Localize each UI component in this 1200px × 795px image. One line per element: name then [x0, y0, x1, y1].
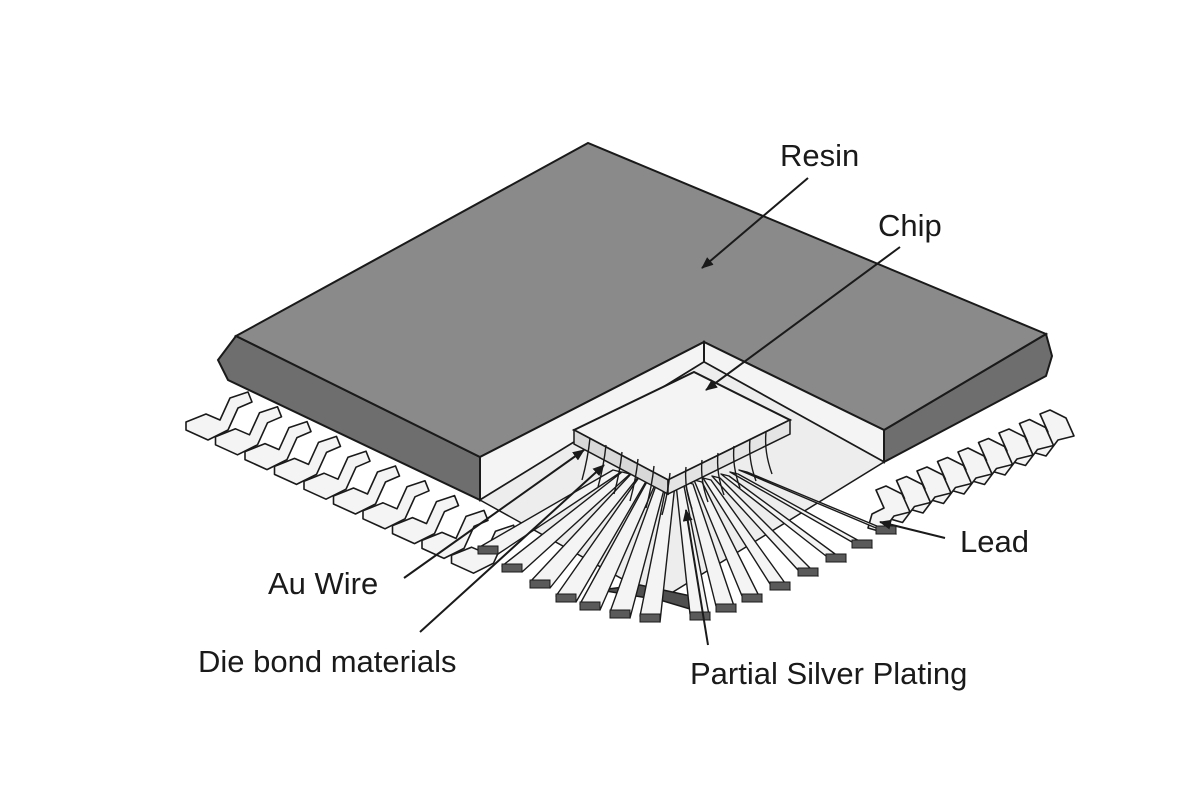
inner-lead: [720, 473, 847, 563]
left-lead-row: [185, 391, 519, 574]
inner-lead-foot: [501, 563, 523, 573]
inner-lead: [711, 475, 819, 577]
die-bond-arrow: [419, 464, 605, 633]
left-lead-shape: [303, 450, 371, 500]
label-chip: Chip: [878, 208, 942, 243]
right-lead: [867, 485, 911, 533]
right-lead-row: [867, 409, 1075, 533]
inner-lead-foot: [555, 593, 577, 603]
inner-lead-foot: [477, 545, 499, 555]
left-lead-shape: [332, 465, 401, 515]
left-lead-shape: [185, 391, 253, 441]
gold-wire: [732, 445, 741, 489]
chip-arrow: [705, 246, 901, 391]
inner-lead-foot: [715, 603, 737, 613]
left-lead-shape: [391, 494, 460, 545]
inner-lead: [693, 479, 763, 603]
inner-lead-fanout: [477, 469, 897, 623]
left-lead: [391, 494, 460, 545]
left-lead: [362, 480, 430, 530]
inner-lead: [738, 469, 897, 535]
au-wire-arrow: [403, 449, 585, 579]
left-lead-shape: [273, 435, 342, 486]
label-au-wire: Au Wire: [268, 566, 378, 601]
lead-arrow: [879, 519, 946, 539]
inner-lead-foot: [609, 609, 631, 619]
label-resin: Resin: [780, 138, 859, 173]
label-die-bond-materials: Die bond materials: [198, 644, 456, 679]
gold-wire-bonds: [581, 431, 773, 516]
gold-wire: [645, 465, 655, 509]
gold-wire: [716, 452, 725, 496]
gold-wire: [684, 466, 693, 510]
inner-lead-foot: [825, 553, 847, 563]
inner-lead-foot: [579, 601, 601, 611]
inner-lead-foot: [797, 567, 819, 577]
resin-arrow: [701, 177, 809, 269]
gold-wire: [700, 459, 709, 503]
inner-lead-foot: [875, 525, 897, 535]
gold-wire: [764, 431, 773, 475]
left-lead: [303, 450, 371, 500]
silver-plating-arrow: [682, 509, 709, 646]
left-lead: [332, 465, 401, 515]
inner-lead-foot: [529, 579, 551, 589]
gold-wire: [613, 451, 623, 495]
left-lead: [214, 406, 283, 456]
label-partial-silver-plating: Partial Silver Plating: [690, 656, 967, 691]
left-lead-shape: [244, 420, 312, 471]
left-lead-shape: [214, 406, 283, 456]
inner-lead-foot: [769, 581, 791, 591]
inner-lead: [477, 469, 622, 555]
right-lead-shape: [867, 485, 911, 533]
left-lead: [273, 435, 342, 486]
left-lead: [185, 391, 253, 441]
gold-wire: [661, 472, 671, 516]
label-lead: Lead: [960, 524, 1029, 559]
inner-lead-foot: [689, 611, 711, 621]
gold-wire: [581, 437, 591, 481]
inner-lead: [501, 471, 631, 573]
leader-lines: [403, 177, 946, 646]
gold-wire: [748, 438, 757, 482]
left-lead-shape: [362, 480, 430, 530]
gold-wire: [629, 458, 639, 502]
inner-lead: [702, 477, 791, 591]
left-lead: [244, 420, 312, 471]
inner-lead-foot: [741, 593, 763, 603]
inner-lead-foot: [639, 613, 661, 623]
inner-lead-foot: [851, 539, 873, 549]
